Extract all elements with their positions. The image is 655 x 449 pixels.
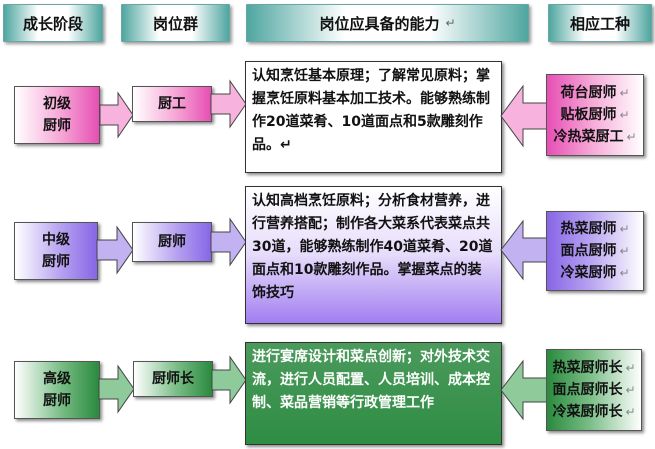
job-item: 荷台厨师↵ <box>560 85 630 101</box>
stage-line2: 厨师 <box>43 118 71 134</box>
jobs-box-senior: 热菜厨师长↵ 面点厨师长↵ 冷菜厨师长↵ <box>546 349 642 431</box>
post-label: 厨工 <box>158 96 186 112</box>
stage-line1: 高级 <box>43 371 71 387</box>
stage-box-senior: 高级 厨师 <box>14 361 100 419</box>
arrow-right-stage-intermediate <box>96 225 134 275</box>
job-item: 面点厨师↵ <box>560 243 630 259</box>
arrow-right-stage-junior <box>99 91 134 139</box>
arrow-left-jobs-junior <box>500 84 548 148</box>
stage-line1: 初级 <box>43 96 71 112</box>
stage-box-junior: 初级 厨师 <box>14 86 100 144</box>
arrow-left-jobs-senior <box>500 359 548 421</box>
post-box-head-chef: 厨师长 <box>133 361 213 397</box>
jobs-box-intermediate: 热菜厨师↵ 面点厨师↵ 冷菜厨师↵ <box>546 211 644 291</box>
header-ability-label: 岗位应具备的能力 <box>319 14 440 33</box>
ability-text: 进行宴席设计和菜点创新；对外技术交流，进行人员配置、人员培训、成本控制、菜品营销… <box>252 349 490 411</box>
post-label: 厨师长 <box>152 371 194 387</box>
return-mark: ↵ <box>445 16 456 30</box>
header-post-group-label: 岗位群 <box>152 14 198 33</box>
ability-text: 认知烹饪基本原理；了解常见原料；掌握烹饪原料基本加工技术。能够熟练制作20道菜肴… <box>252 68 490 153</box>
post-box-cook-helper: 厨工 <box>132 86 212 122</box>
header-job-type-label: 相应工种 <box>569 14 630 33</box>
job-item: 冷热菜厨工↵ <box>553 129 637 145</box>
job-item: 热菜厨师↵ <box>560 221 630 237</box>
header-job-type: 相应工种 <box>548 4 652 42</box>
ability-box-junior: 认知烹饪基本原理；了解常见原料；掌握烹饪原料基本加工技术。能够熟练制作20道菜肴… <box>245 61 502 173</box>
stage-line2: 厨师 <box>42 254 70 270</box>
job-item: 冷菜厨师长↵ <box>552 404 636 420</box>
ability-box-intermediate: 认知高档烹饪原料；分析食材营养，进行营养搭配；制作各大菜系代表菜点共30道，能够… <box>245 186 502 324</box>
header-ability: 岗位应具备的能力 ↵ <box>246 4 529 42</box>
header-stage-label: 成长阶段 <box>22 14 83 33</box>
arrow-right-post-senior <box>211 355 247 405</box>
job-item: 面点厨师长↵ <box>552 382 636 398</box>
jobs-box-junior: 荷台厨师↵ 贴板厨师↵ 冷热菜厨工↵ <box>546 74 644 156</box>
arrow-right-post-intermediate <box>210 217 247 267</box>
header-stage: 成长阶段 <box>3 4 103 42</box>
ability-text: 认知高档烹饪原料；分析食材营养，进行营养搭配；制作各大菜系代表菜点共30道，能够… <box>252 193 493 301</box>
job-item: 冷菜厨师↵ <box>560 265 630 281</box>
header-post-group: 岗位群 <box>121 4 230 42</box>
stage-box-intermediate: 中级 厨师 <box>14 222 98 280</box>
stage-line2: 厨师 <box>43 393 71 409</box>
stage-line1: 中级 <box>42 232 70 248</box>
ability-box-senior: 进行宴席设计和菜点创新；对外技术交流，进行人员配置、人员培训、成本控制、菜品营销… <box>245 342 502 445</box>
job-item: 贴板厨师↵ <box>560 107 630 123</box>
arrow-right-post-junior <box>210 79 247 129</box>
post-label: 厨师 <box>158 234 186 250</box>
job-item: 热菜厨师长↵ <box>552 360 636 376</box>
arrow-left-jobs-intermediate <box>500 219 548 281</box>
arrow-right-stage-senior <box>98 364 135 414</box>
post-box-chef: 厨师 <box>132 222 212 262</box>
